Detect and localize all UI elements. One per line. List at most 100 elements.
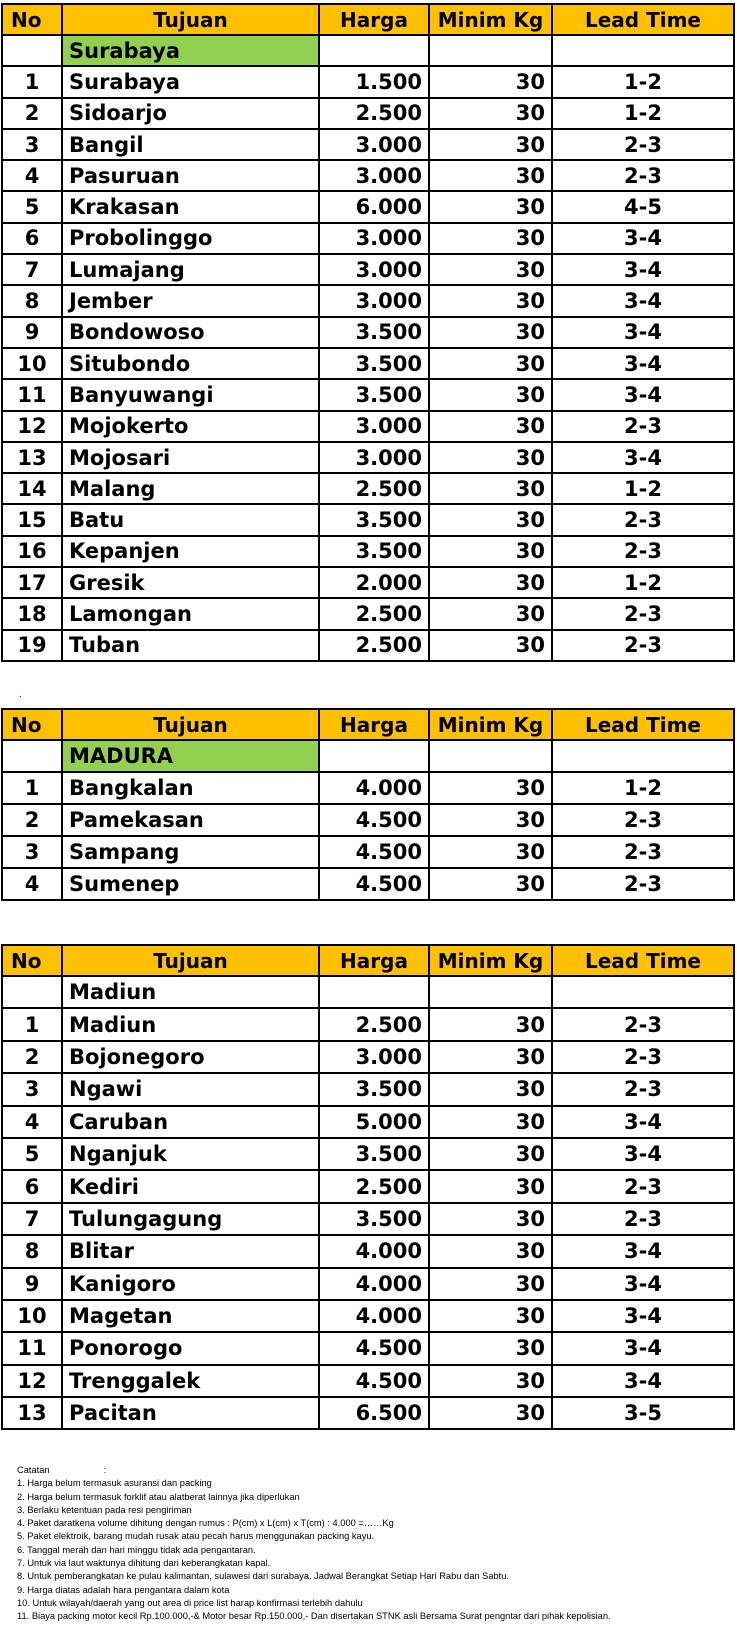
cell-price: 3.500 — [318, 315, 430, 349]
cell-lead: 3-4 — [551, 1104, 735, 1139]
cell-min: 30 — [428, 315, 553, 349]
cell-no: 11 — [1, 1331, 63, 1366]
cell-lead: 2-3 — [551, 1201, 735, 1237]
cell-no: 1 — [1, 65, 63, 99]
cell-min: 30 — [428, 1039, 553, 1075]
cell-lead: 3-4 — [551, 1266, 735, 1301]
cell-dest: Krakasan — [61, 190, 320, 224]
region-name: Surabaya — [61, 33, 320, 68]
cell-price: 3.500 — [318, 503, 430, 537]
cell-lead: 2-3 — [551, 1007, 735, 1042]
cell-no: 8 — [1, 1234, 63, 1269]
cell-dest: Bangkalan — [61, 771, 320, 805]
cell-no: 2 — [1, 96, 63, 130]
cell-min: 30 — [428, 1266, 553, 1301]
cell-min: 30 — [428, 65, 553, 99]
cell-min: 30 — [428, 867, 553, 901]
cell-no: 10 — [1, 346, 63, 381]
cell-lead: 2-3 — [551, 503, 735, 537]
cell-dest: Ngawi — [61, 1072, 320, 1107]
cell-dest: Tuban — [61, 628, 320, 662]
cell-dest: Batu — [61, 503, 320, 537]
note-item: 1. Harga belum termasuk asuransi dan pac… — [17, 1478, 212, 1489]
cell-min: 30 — [428, 1072, 553, 1107]
cell-min: 30 — [428, 253, 553, 287]
header-dest: Tujuan — [61, 708, 320, 741]
cell-lead: 1-2 — [551, 566, 735, 600]
cell-lead: 1-2 — [551, 771, 735, 805]
cell-no: 3 — [1, 127, 63, 162]
cell-dest: Jember — [61, 284, 320, 318]
notes-title-line: Catatan: — [17, 1464, 732, 1477]
cell-min: 30 — [428, 835, 553, 869]
cell-no: 3 — [1, 1072, 63, 1107]
cell-min: 30 — [428, 221, 553, 256]
cell-min: 30 — [428, 1298, 553, 1334]
cell-price: 2.500 — [318, 1169, 430, 1204]
cell-dest: Mojosari — [61, 440, 320, 475]
cell-no: 1 — [1, 1007, 63, 1042]
cell-dest: Bojonegoro — [61, 1039, 320, 1075]
cell-price: 4.500 — [318, 1363, 430, 1399]
cell-price: 3.000 — [318, 221, 430, 256]
cell-price: 3.500 — [318, 534, 430, 569]
cell-lead: 2-3 — [551, 628, 735, 662]
cell-min: 30 — [428, 503, 553, 537]
cell-no: 18 — [1, 597, 63, 631]
cell-no: 7 — [1, 1201, 63, 1237]
header-min: Minim Kg — [428, 3, 553, 36]
cell-price: 3.000 — [318, 159, 430, 193]
cell-min: 30 — [428, 1234, 553, 1269]
note-item: 3. Berlaku ketentuan pada resi pengirima… — [17, 1504, 192, 1515]
notes-title: Catatan — [17, 1465, 50, 1475]
cell-lead: 3-4 — [551, 1363, 735, 1399]
region-name: Madiun — [61, 974, 320, 1010]
cell-price: 3.000 — [318, 409, 430, 443]
note-item: 2. Harga belum termasuk forklif atau ala… — [17, 1491, 300, 1502]
cell-no: 11 — [1, 378, 63, 412]
cell-price: 3.500 — [318, 1072, 430, 1107]
note-item: 8. Untuk pemberangkatan ke pulau kaliman… — [17, 1571, 509, 1582]
cell-min: 30 — [428, 159, 553, 193]
region-empty-cell — [318, 739, 430, 773]
notes-colon: : — [103, 1465, 107, 1475]
cell-no: 17 — [1, 566, 63, 600]
cell-lead: 2-3 — [551, 597, 735, 631]
cell-min: 30 — [428, 566, 553, 600]
cell-no: 13 — [1, 440, 63, 475]
cell-dest: Tulungagung — [61, 1201, 320, 1237]
cell-min: 30 — [428, 1396, 553, 1431]
note-item: 11. Biaya packing motor kecil Rp.100.000… — [17, 1611, 611, 1622]
cell-min: 30 — [428, 628, 553, 662]
cell-min: 30 — [428, 1331, 553, 1366]
header-no: No — [1, 944, 63, 977]
cell-price: 2.500 — [318, 96, 430, 130]
header-lead: Lead Time — [551, 708, 735, 741]
cell-no: 16 — [1, 534, 63, 569]
region-name: MADURA — [61, 739, 320, 773]
cell-price: 6.500 — [318, 1396, 430, 1431]
cell-min: 30 — [428, 1363, 553, 1399]
cell-lead: 2-3 — [551, 534, 735, 569]
cell-price: 3.000 — [318, 127, 430, 162]
cell-lead: 2-3 — [551, 1072, 735, 1107]
region-empty-cell — [1, 33, 63, 68]
cell-dest: Surabaya — [61, 65, 320, 99]
region-empty-cell — [428, 739, 553, 773]
cell-lead: 3-4 — [551, 378, 735, 412]
